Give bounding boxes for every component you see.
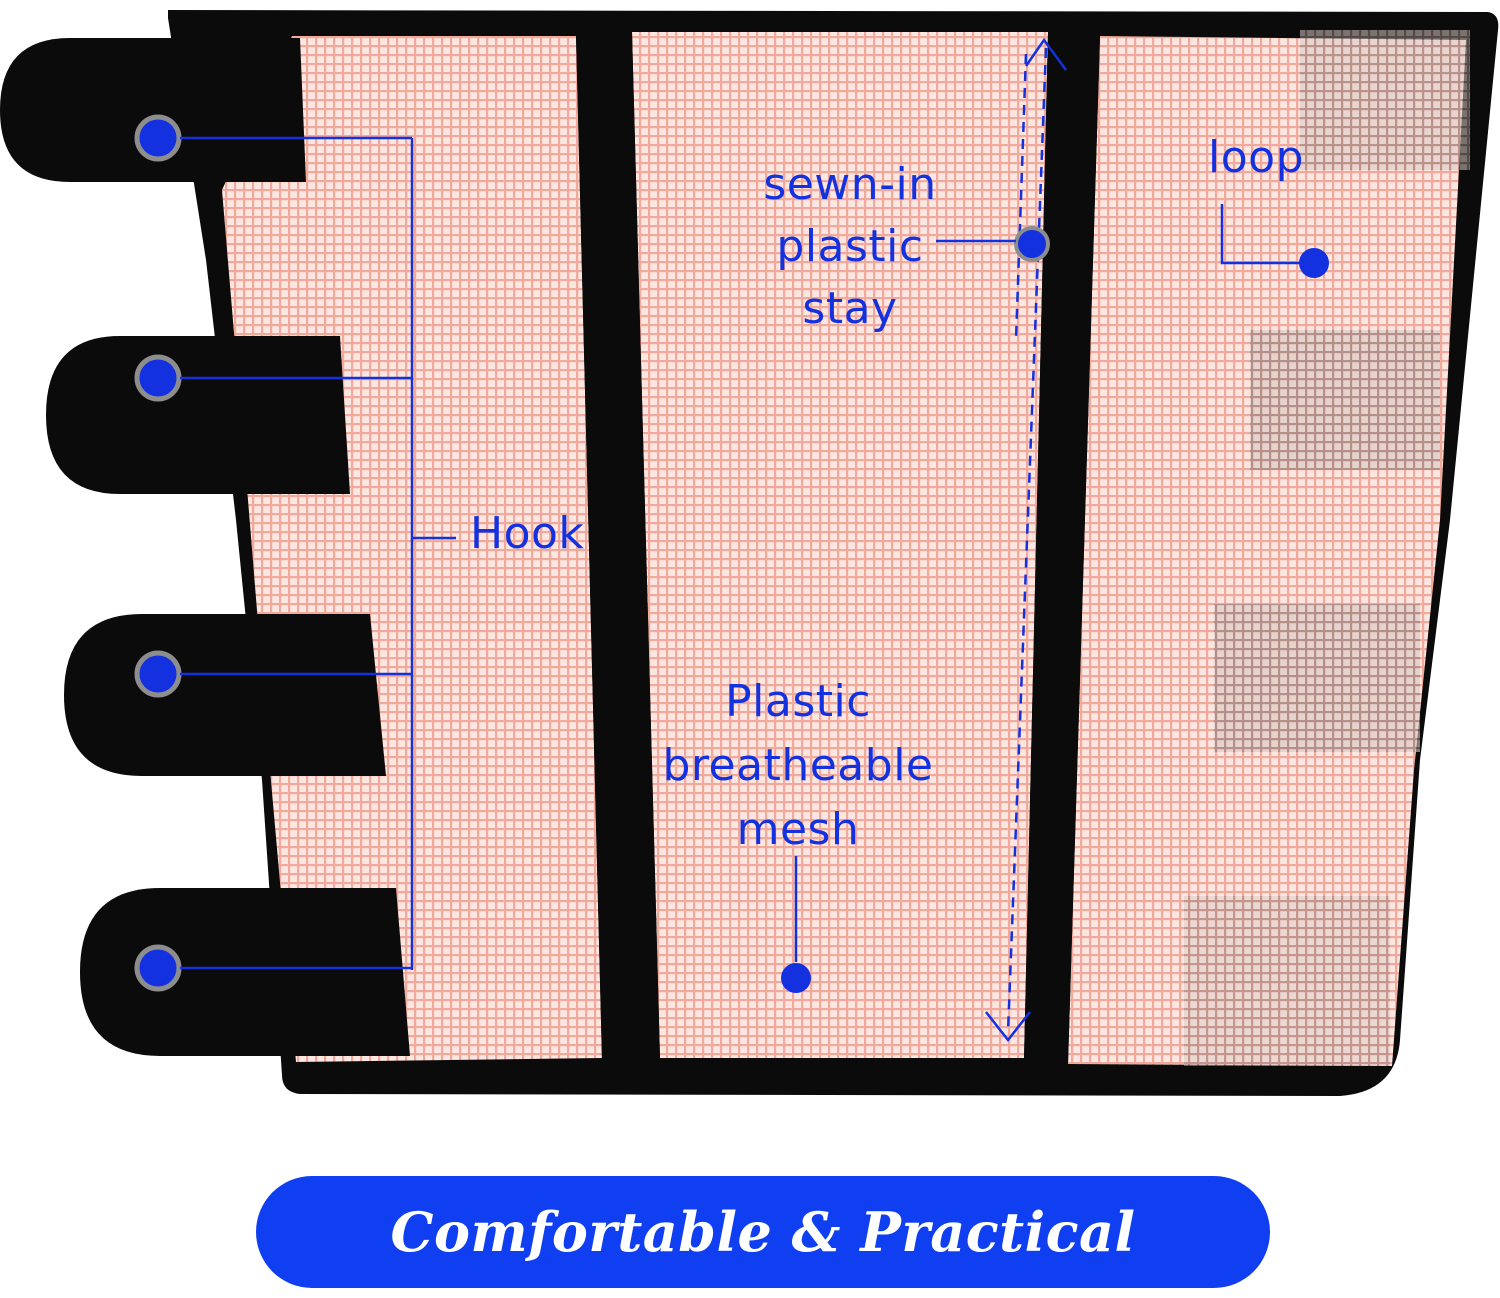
loop-patch-2 <box>1250 330 1440 470</box>
divider-strip-left <box>576 32 660 1062</box>
mesh-label-line-3: mesh <box>736 804 860 855</box>
stay-label-line-2: plastic <box>776 221 924 272</box>
hook-dots <box>134 114 182 992</box>
stay-arrow <box>985 37 1068 1043</box>
hook-bracket <box>180 136 456 970</box>
strap-3 <box>64 614 386 776</box>
hook-label: Hook <box>470 508 585 559</box>
mesh-label-line-2: breatheable <box>662 740 934 791</box>
mesh-panel-right <box>1068 36 1466 1066</box>
mesh-panel-center <box>632 32 1048 1058</box>
stay-dot <box>1014 226 1050 262</box>
banner: Comfortable & Practical <box>256 1176 1270 1288</box>
loop-patch-3 <box>1214 604 1420 752</box>
stay-label-line-1: sewn-in <box>763 159 937 210</box>
strap-4 <box>80 888 410 1056</box>
mesh-dot <box>781 963 811 993</box>
loop-label: loop <box>1208 132 1304 183</box>
mesh-label-line-1: Plastic <box>725 676 871 727</box>
stay-label: sewn-in plastic stay <box>730 154 970 340</box>
loop-patch-1 <box>1300 30 1470 170</box>
strap-2 <box>46 336 350 494</box>
loop-leader <box>1220 204 1300 265</box>
strap-1 <box>0 38 306 182</box>
divider-strip-right <box>1024 32 1100 1064</box>
mesh-label: Plastic breatheable mesh <box>640 670 956 862</box>
banner-text: Comfortable & Practical <box>390 1200 1136 1264</box>
stay-label-line-3: stay <box>802 283 898 334</box>
loop-dot <box>1299 248 1329 278</box>
loop-patch-4 <box>1184 896 1390 1066</box>
